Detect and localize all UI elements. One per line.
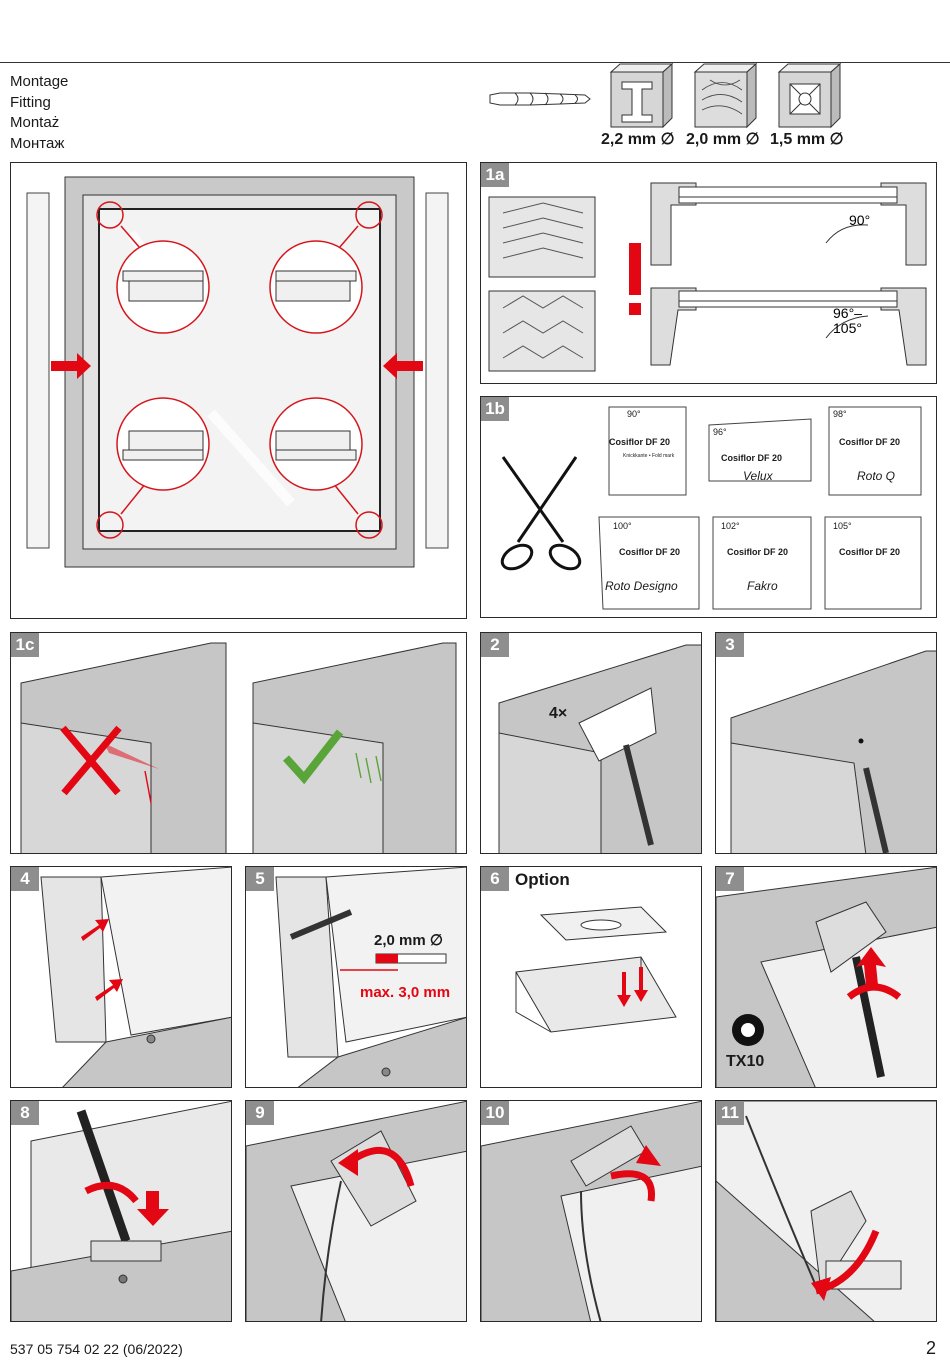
page-number: 2 bbox=[925, 1338, 936, 1358]
step-11-badge: 11 bbox=[716, 1101, 744, 1125]
template-1-brand: Cosiflor DF 20 bbox=[609, 437, 671, 447]
template-5-angle: 102° bbox=[721, 521, 740, 531]
template-3-name: Roto Q bbox=[857, 469, 896, 483]
step-9-panel: 9 bbox=[245, 1100, 467, 1322]
step-4-panel: 4 bbox=[10, 866, 232, 1088]
step-7-panel: 7 TX10 bbox=[715, 866, 937, 1088]
window-overview-illustration bbox=[26, 176, 449, 568]
page-titles: Montage Fitting Montaż Монтаж bbox=[10, 72, 68, 154]
template-2-brand: Cosiflor DF 20 bbox=[721, 453, 783, 463]
step-6-illustration bbox=[515, 906, 677, 1033]
title-pl: Montaż bbox=[10, 114, 60, 131]
torx-size-label: TX10 bbox=[726, 1053, 765, 1070]
step-7-badge: 7 bbox=[716, 867, 744, 891]
step-1b-illustration bbox=[500, 456, 582, 571]
step-4-badge: 4 bbox=[11, 867, 39, 891]
template-6-brand: Cosiflor DF 20 bbox=[839, 547, 901, 557]
template-2-name: Velux bbox=[743, 469, 773, 483]
title-en: Fitting bbox=[10, 93, 51, 111]
angle-105-label: 105° bbox=[833, 320, 862, 336]
template-1-angle: 90° bbox=[627, 409, 641, 419]
overview-panel bbox=[10, 162, 467, 619]
step-2-badge: 2 bbox=[481, 633, 509, 657]
template-4-name: Roto Designo bbox=[605, 579, 678, 593]
title-de: Montage bbox=[10, 73, 69, 90]
step-8-badge: 8 bbox=[11, 1101, 39, 1125]
step-10-panel: 10 bbox=[480, 1100, 702, 1322]
step-4-illustration bbox=[40, 867, 231, 1087]
step-2-illustration bbox=[498, 644, 701, 853]
document-number: 537 05 754 02 22 (06/2022) bbox=[10, 1341, 183, 1357]
angle-90-label: 90° bbox=[849, 212, 870, 228]
template-4-brand: Cosiflor DF 20 bbox=[619, 547, 681, 557]
step-5-illustration bbox=[275, 867, 466, 1087]
step-7-illustration bbox=[716, 867, 936, 1087]
title-ru: Монтаж bbox=[10, 134, 65, 152]
step-10-badge: 10 bbox=[481, 1101, 509, 1125]
template-4-angle: 100° bbox=[613, 521, 632, 531]
top-rule bbox=[0, 62, 950, 63]
step-3-panel: 3 bbox=[715, 632, 937, 854]
drill-size-wood: 2,0 mm ∅ bbox=[686, 131, 760, 148]
step-5-panel: 5 2,0 mm ∅ max. 3,0 mm bbox=[245, 866, 467, 1088]
template-2-angle: 96° bbox=[713, 427, 727, 437]
drill-size-steel: 2,2 mm ∅ bbox=[601, 131, 675, 148]
step-3-illustration bbox=[730, 650, 936, 853]
step-5-drill-label: 2,0 mm ∅ bbox=[374, 932, 443, 949]
step-11-illustration bbox=[716, 1101, 936, 1321]
template-6-angle: 105° bbox=[833, 521, 852, 531]
step-6-panel: 6 Option bbox=[480, 866, 702, 1088]
template-3-brand: Cosiflor DF 20 bbox=[839, 437, 901, 447]
step-9-illustration bbox=[246, 1101, 466, 1321]
step-8-panel: 8 bbox=[10, 1100, 232, 1322]
scissors-icon bbox=[500, 456, 582, 571]
plastic-profile-icon bbox=[777, 62, 842, 129]
step-1b-panel: 1b Cosiflor DF 20 90° Knickkante • Fold … bbox=[480, 396, 937, 618]
steel-profile-icon bbox=[609, 62, 674, 129]
step-10-illustration bbox=[481, 1101, 701, 1321]
step-11-panel: 11 bbox=[715, 1100, 937, 1322]
step-6-badge: 6 bbox=[481, 867, 509, 891]
template-1-fold: Knickkante • Fold mark bbox=[623, 453, 675, 459]
step-1c-illustration bbox=[20, 642, 457, 853]
step-1a-illustration: 90° 96°– 105° bbox=[488, 182, 927, 372]
step-3-badge: 3 bbox=[716, 633, 744, 657]
step-2-panel: 2 4× bbox=[480, 632, 702, 854]
step-9-badge: 9 bbox=[246, 1101, 274, 1125]
torx-icon bbox=[732, 1014, 764, 1046]
step-1c-badge: 1c bbox=[11, 633, 39, 657]
step-1b-badge: 1b bbox=[481, 397, 509, 421]
template-5-name: Fakro bbox=[747, 579, 778, 593]
repeat-count: 4× bbox=[549, 705, 568, 722]
step-1c-panel: 1c bbox=[10, 632, 467, 854]
step-8-illustration bbox=[11, 1101, 231, 1321]
wood-profile-icon bbox=[693, 62, 758, 129]
option-label: Option bbox=[515, 870, 570, 889]
step-1a-badge: 1a bbox=[481, 163, 509, 187]
template-5-brand: Cosiflor DF 20 bbox=[727, 547, 789, 557]
step-5-max-depth: max. 3,0 mm bbox=[360, 984, 451, 1001]
template-3-angle: 98° bbox=[833, 409, 847, 419]
drill-size-plastic: 1,5 mm ∅ bbox=[770, 131, 844, 148]
step-5-badge: 5 bbox=[246, 867, 274, 891]
angle-96-label: 96°– bbox=[833, 305, 862, 321]
step-1a-panel: 1a 90° 96°– 105° bbox=[480, 162, 937, 384]
